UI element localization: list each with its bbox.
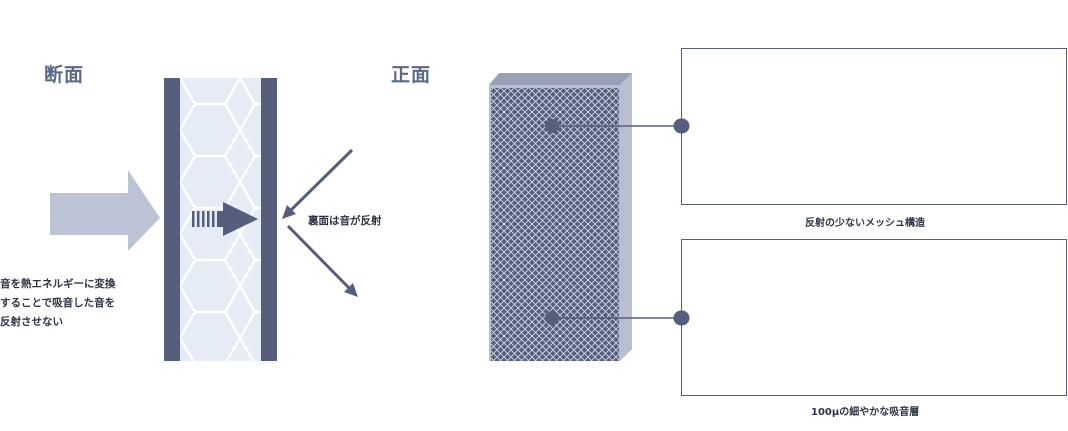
absorption-layer-caption: 100μの細やかな吸音層 bbox=[811, 407, 920, 418]
explanation-line-3: 反射させない bbox=[0, 316, 63, 328]
mesh-caption: 反射の少ないメッシュ構造 bbox=[805, 218, 925, 229]
explanation-line-2: することで吸音した音を bbox=[0, 297, 116, 309]
front-wall bbox=[164, 78, 180, 361]
absorbed-sound-arrow bbox=[192, 202, 258, 236]
front-view-heading: 正面 bbox=[391, 64, 432, 86]
reflected-sound-arrows bbox=[282, 148, 358, 297]
absorption-layer-detail-box bbox=[681, 239, 1067, 396]
absorption-explanation: 音を熱エネルギーに変換 することで吸音した音を 反射させない bbox=[0, 275, 116, 332]
mesh-detail-box bbox=[681, 48, 1067, 205]
back-wall bbox=[261, 78, 277, 361]
explanation-line-1: 音を熱エネルギーに変換 bbox=[0, 278, 116, 290]
cross-section-heading: 断面 bbox=[44, 64, 85, 86]
incoming-sound-arrow bbox=[50, 170, 160, 251]
back-reflection-note: 裏面は音が反射 bbox=[308, 215, 382, 227]
